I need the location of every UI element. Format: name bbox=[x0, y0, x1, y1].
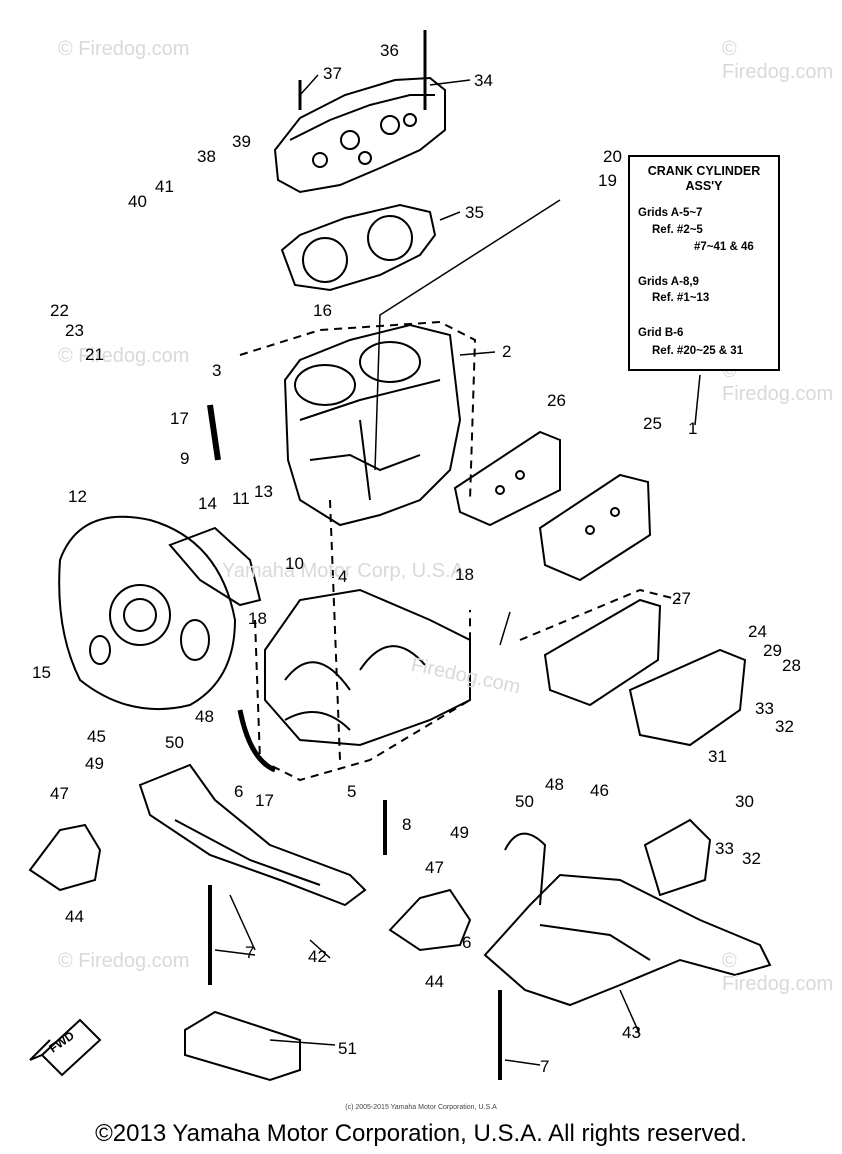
callout: 50 bbox=[515, 792, 534, 811]
box-grids-1: Grids A-5~7 bbox=[638, 207, 703, 219]
box-ref-1: Ref. #2~5 bbox=[652, 224, 703, 236]
engine-mount-part bbox=[138, 763, 367, 907]
crank-cylinder-info-box: CRANK CYLINDER ASS'Y Grids A-5~7 Ref. #2… bbox=[628, 155, 780, 371]
callout: 11 bbox=[232, 489, 250, 508]
callout: 43 bbox=[622, 1023, 641, 1042]
damper-part-2 bbox=[388, 888, 472, 952]
callout: 28 bbox=[782, 656, 801, 675]
watermark: © Firedog.com bbox=[58, 38, 190, 60]
callout: 33 bbox=[715, 839, 734, 858]
callout: 7 bbox=[245, 943, 255, 962]
callout: 17 bbox=[255, 791, 274, 810]
callout: 6 bbox=[234, 782, 244, 801]
callout: 21 bbox=[85, 345, 104, 364]
callout: 46 bbox=[590, 781, 609, 800]
callout: 47 bbox=[425, 858, 444, 877]
callout: 33 bbox=[755, 699, 774, 718]
callout: 16 bbox=[313, 301, 332, 320]
fwd-arrow-icon bbox=[29, 1018, 102, 1077]
callout: 49 bbox=[450, 823, 469, 842]
box-ref-3: Ref. #20~25 & 31 bbox=[652, 345, 744, 357]
spacer-block-part bbox=[184, 1010, 301, 1082]
watermark-center-2: Yamaha Motor Corp, U.S.A bbox=[222, 560, 464, 582]
cylinder-block-part bbox=[283, 323, 462, 527]
exhaust-cover-part bbox=[453, 430, 652, 582]
box-title-line1: CRANK CYLINDER bbox=[647, 164, 761, 178]
callout: 18 bbox=[248, 609, 267, 628]
callout: 31 bbox=[708, 747, 727, 766]
callout: 6 bbox=[462, 933, 472, 952]
callout: 2 bbox=[502, 342, 512, 361]
exhaust-plate-part bbox=[543, 598, 662, 707]
callout: 10 bbox=[285, 554, 304, 573]
watermark: © Firedog.com bbox=[722, 950, 834, 995]
callout: 44 bbox=[65, 907, 84, 926]
callout: 12 bbox=[68, 487, 87, 506]
bracket-part bbox=[643, 818, 712, 897]
callout: 18 bbox=[455, 565, 474, 584]
callout: 23 bbox=[65, 321, 84, 340]
callout: 3 bbox=[212, 361, 222, 380]
callout: 1 bbox=[688, 419, 698, 438]
callout: 4 bbox=[338, 567, 348, 586]
callout: 41 bbox=[155, 177, 174, 196]
callout: 50 bbox=[165, 733, 184, 752]
callout: 14 bbox=[198, 494, 217, 513]
callout: 45 bbox=[87, 727, 106, 746]
callout: 17 bbox=[170, 409, 189, 428]
callout: 19 bbox=[598, 171, 617, 190]
callout: 20 bbox=[603, 147, 622, 166]
watermark: © Firedog.com bbox=[58, 950, 190, 972]
watermark: © Firedog.com bbox=[58, 345, 190, 367]
watermark: © Firedog.com bbox=[722, 38, 834, 83]
callout: 15 bbox=[32, 663, 51, 682]
callout: 36 bbox=[380, 41, 399, 60]
callout: 32 bbox=[742, 849, 761, 868]
callout: 8 bbox=[402, 815, 412, 834]
callout: 44 bbox=[425, 972, 444, 991]
callout: 37 bbox=[323, 64, 342, 83]
engine-mount-part-2 bbox=[483, 832, 772, 1007]
callout: 26 bbox=[547, 391, 566, 410]
callout: 48 bbox=[545, 775, 564, 794]
callout: 13 bbox=[254, 482, 273, 501]
callout: 22 bbox=[50, 301, 69, 320]
callout: 27 bbox=[672, 589, 691, 608]
head-gasket-part bbox=[280, 203, 437, 292]
callout: 24 bbox=[748, 622, 767, 641]
cylinder-head-part bbox=[273, 76, 446, 194]
gasket-part bbox=[168, 526, 262, 607]
callout: 34 bbox=[474, 71, 493, 90]
callout: 47 bbox=[50, 784, 69, 803]
callout: 35 bbox=[465, 203, 484, 222]
callout: 32 bbox=[775, 717, 794, 736]
callout: 7 bbox=[540, 1057, 550, 1076]
manifold-part bbox=[628, 648, 747, 747]
box-title-line2: ASS'Y bbox=[685, 179, 723, 193]
box-ref-1b: #7~41 & 46 bbox=[694, 241, 754, 253]
callout: 30 bbox=[735, 792, 754, 811]
box-ref-2: Ref. #1~13 bbox=[652, 292, 710, 304]
callout: 25 bbox=[643, 414, 662, 433]
callout: 48 bbox=[195, 707, 214, 726]
callout: 38 bbox=[197, 147, 216, 166]
callout: 40 bbox=[128, 192, 147, 211]
callout: 5 bbox=[347, 782, 357, 801]
crankcase-part bbox=[264, 588, 471, 747]
callout: 49 bbox=[85, 754, 104, 773]
damper-part bbox=[28, 823, 102, 892]
box-grids-3: Grid B-6 bbox=[638, 327, 684, 339]
callout: 51 bbox=[338, 1039, 357, 1058]
box-grids-2: Grids A-8,9 bbox=[638, 276, 699, 288]
callout: 39 bbox=[232, 132, 251, 151]
callout: 29 bbox=[763, 641, 782, 660]
small-copyright: (c) 2005-2015 Yamaha Motor Corporation, … bbox=[345, 1104, 497, 1111]
callout: 42 bbox=[308, 947, 327, 966]
copyright-footer: ©2013 Yamaha Motor Corporation, U.S.A. A… bbox=[95, 1120, 747, 1147]
callout: 9 bbox=[180, 449, 190, 468]
flywheel-cover-part bbox=[58, 515, 237, 711]
